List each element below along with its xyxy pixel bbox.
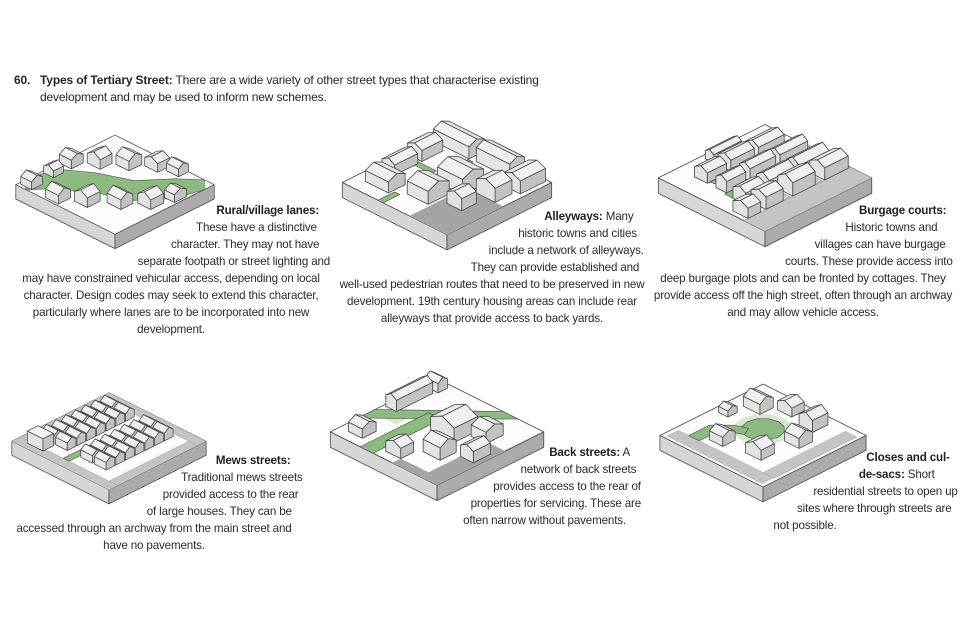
- paragraph-number: 60.: [14, 73, 31, 87]
- closes-cul-de-sacs-body: Short residential streets to open up sit…: [773, 468, 958, 532]
- mews-streets-body: Traditional mews streets provided access…: [16, 471, 303, 552]
- mews-streets-label: Mews streets:: [215, 454, 291, 467]
- rural-village-lanes-body: These have a distinctive character. They…: [22, 221, 331, 336]
- paragraph-60-body: There are a wide variety of other street…: [40, 73, 539, 104]
- section-burgage-courts: Burgage courts: Historic towns and villa…: [650, 104, 956, 321]
- back-streets-body: A network of back streets provides acces…: [463, 446, 642, 527]
- paragraph-60-text: Types of Tertiary Street: There are a wi…: [40, 72, 560, 105]
- back-streets-caption: Back streets: A network of back streets …: [322, 358, 642, 529]
- closes-cul-de-sacs-label: Closes and cul-de-sacs:: [858, 451, 950, 481]
- rural-village-lanes-label: Rural/village lanes:: [216, 204, 320, 217]
- section-closes-cul-de-sacs: Closes and cul-de-sacs: Short residentia…: [652, 364, 958, 534]
- section-rural-village-lanes: Rural/village lanes: These have a distin…: [8, 116, 334, 338]
- burgage-courts-illustration: [657, 124, 873, 248]
- section-alleyways: Alleyways: Many historic towns and citie…: [334, 110, 650, 327]
- alleyways-body: Many historic towns and cities include a…: [339, 210, 645, 325]
- mews-streets-illustration: [11, 392, 207, 505]
- back-streets-label: Back streets:: [549, 446, 621, 459]
- rural-village-lanes-caption: Rural/village lanes: These have a distin…: [8, 116, 334, 338]
- burgage-courts-body: Historic towns and villages can have bur…: [653, 221, 953, 319]
- paragraph-60-title: Types of Tertiary Street:: [40, 73, 173, 87]
- burgage-courts-label: Burgage courts:: [859, 204, 947, 217]
- alleyways-label: Alleyways:: [544, 210, 603, 223]
- alleyways-caption: Alleyways: Many historic towns and citie…: [334, 110, 650, 327]
- section-mews-streets: Mews streets: Traditional mews streets p…: [4, 374, 304, 554]
- burgage-courts-caption: Burgage courts: Historic towns and villa…: [650, 104, 956, 321]
- back-streets-illustration: [329, 370, 545, 502]
- closes-cul-de-sacs-illustration: [659, 383, 867, 503]
- mews-streets-caption: Mews streets: Traditional mews streets p…: [4, 374, 304, 554]
- closes-cul-de-sacs-caption: Closes and cul-de-sacs: Short residentia…: [652, 364, 958, 534]
- rural-village-lanes-illustration: [15, 134, 215, 249]
- section-back-streets: Back streets: A network of back streets …: [322, 358, 642, 529]
- alleyways-illustration: [341, 120, 553, 251]
- paragraph-60-header: 60. Types of Tertiary Street: There are …: [14, 72, 574, 105]
